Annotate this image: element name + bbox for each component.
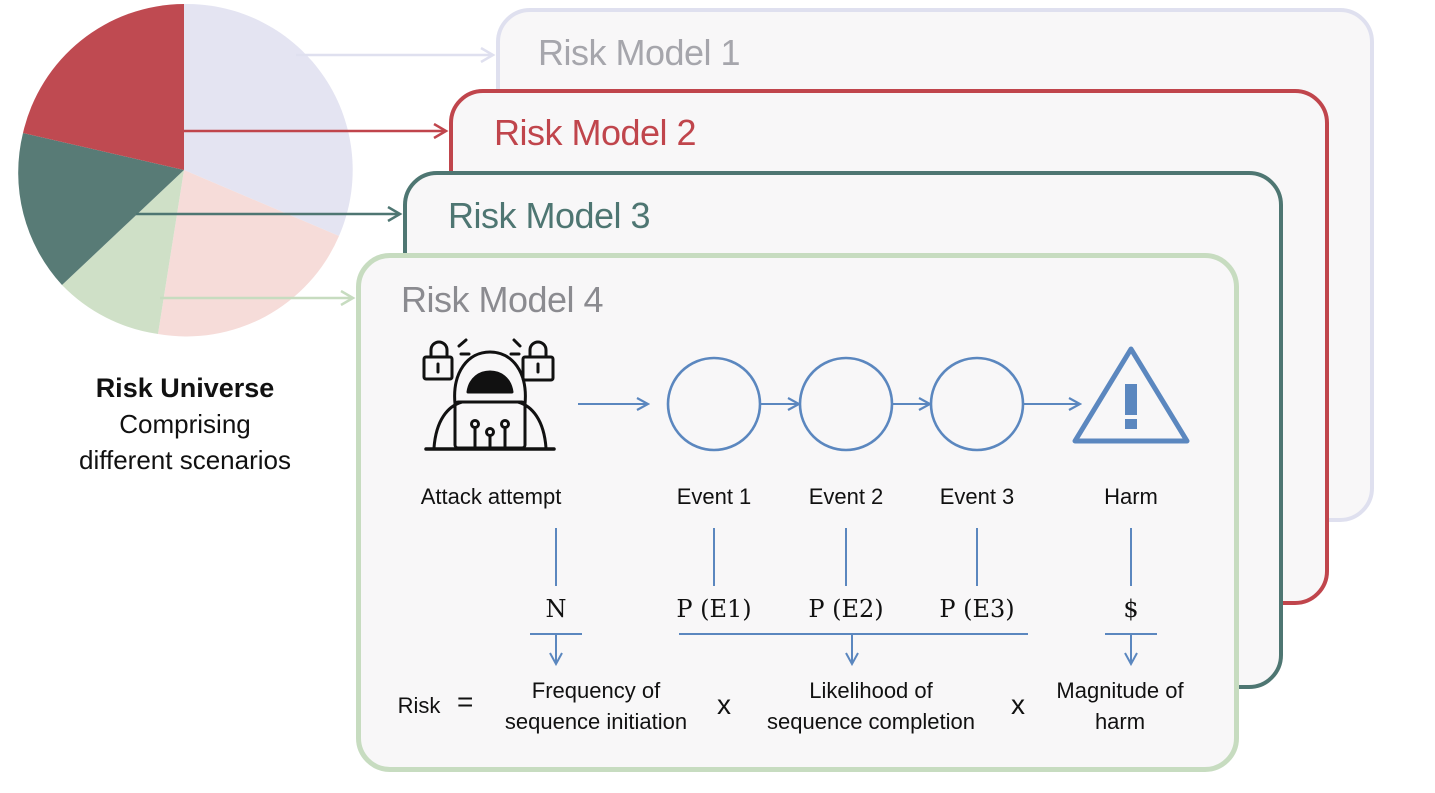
risk-universe-caption: Risk Universe Comprising different scena… bbox=[40, 370, 330, 478]
event-2-node bbox=[798, 356, 894, 452]
pie-slice-teal bbox=[18, 133, 185, 285]
formula-magnitude: Magnitude of harm bbox=[1040, 675, 1200, 737]
risk-universe-subtitle-line1: Comprising bbox=[119, 409, 251, 439]
risk-model-title-1: Risk Model 1 bbox=[538, 32, 741, 73]
formula-frequency-line2: sequence initiation bbox=[504, 709, 688, 734]
event-1-label: Event 1 bbox=[676, 484, 752, 509]
pie-slice-pink bbox=[158, 170, 339, 337]
pie-slice-lavender bbox=[184, 3, 353, 237]
p-e2-symbol: P (E2) bbox=[808, 595, 884, 623]
risk-universe-subtitle-line2: different scenarios bbox=[79, 445, 291, 475]
event-1-node bbox=[666, 356, 762, 452]
event-3-label: Event 3 bbox=[939, 484, 1015, 509]
formula-frequency: Frequency of sequence initiation bbox=[486, 675, 706, 737]
formula-likelihood-line1: Likelihood of bbox=[809, 678, 933, 703]
formula-magnitude-line2: harm bbox=[1094, 709, 1146, 734]
formula-times-2: x bbox=[1011, 689, 1025, 720]
event-3-node bbox=[929, 356, 1025, 452]
risk-universe-title: Risk Universe bbox=[95, 373, 275, 403]
formula-risk-label: Risk bbox=[397, 693, 441, 718]
formula-magnitude-line1: Magnitude of bbox=[1056, 678, 1184, 703]
p-e1-symbol: P (E1) bbox=[676, 595, 752, 623]
attack-attempt-label: Attack attempt bbox=[420, 484, 562, 509]
pie-slice-green bbox=[62, 170, 184, 334]
risk-model-card-4 bbox=[356, 253, 1239, 772]
formula-times-1: x bbox=[717, 689, 731, 720]
pie-slice-red bbox=[23, 4, 184, 170]
padlock-icon bbox=[422, 338, 471, 381]
risk-model-title-4: Risk Model 4 bbox=[401, 279, 604, 320]
n-symbol: N bbox=[545, 595, 567, 623]
harm-label: Harm bbox=[1104, 484, 1158, 509]
event-2-label: Event 2 bbox=[808, 484, 884, 509]
p-e3-symbol: P (E3) bbox=[939, 595, 1015, 623]
hacker-icon bbox=[422, 338, 556, 451]
risk-model-title-3: Risk Model 3 bbox=[448, 195, 651, 236]
padlock-icon bbox=[509, 338, 555, 382]
dollar-symbol: $ bbox=[1123, 595, 1139, 623]
formula-likelihood: Likelihood of sequence completion bbox=[746, 675, 996, 737]
risk-universe-pie bbox=[18, 3, 353, 337]
risk-model-title-2: Risk Model 2 bbox=[494, 112, 697, 153]
warning-triangle-icon bbox=[1072, 346, 1190, 444]
formula-likelihood-line2: sequence completion bbox=[767, 709, 975, 734]
formula-equals: = bbox=[457, 686, 474, 717]
formula-frequency-line1: Frequency of bbox=[531, 678, 661, 703]
